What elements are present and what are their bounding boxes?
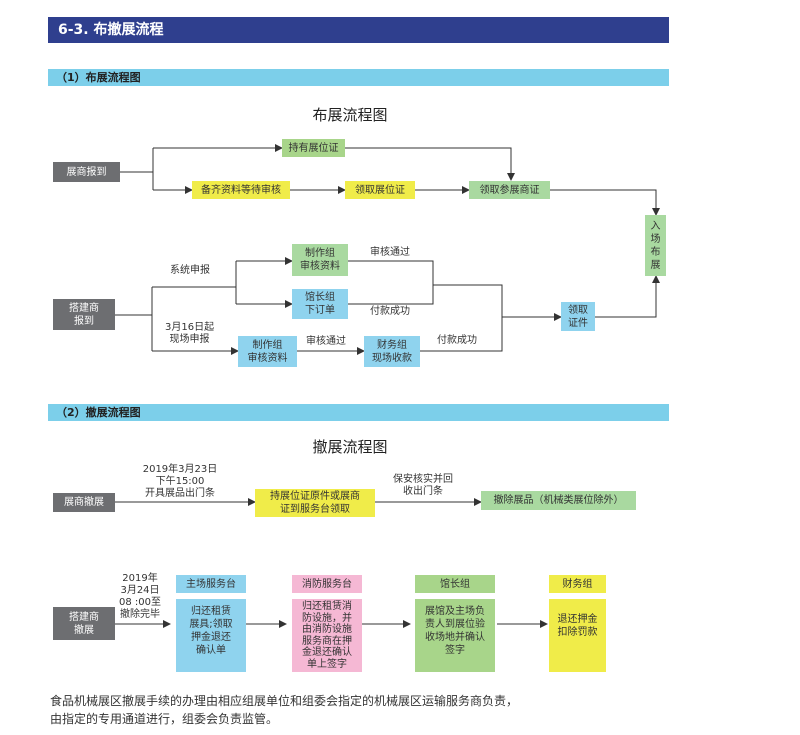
label-security-check: 保安核实并回 收出门条 <box>393 474 453 497</box>
label-onsite-report: 3月16日起 现场申报 <box>165 322 215 345</box>
label-payment-ok-1: 付款成功 <box>370 306 410 317</box>
label-teardown-deadline: 2019年3月23日 下午15:00 开具展品出门条 <box>142 464 218 499</box>
label-review-pass-1: 审核通过 <box>370 247 410 258</box>
node-exhibitor-report: 展商报到 <box>53 162 120 182</box>
node-builder-report: 搭建商 报到 <box>53 299 115 330</box>
node-main-desk-title: 主场服务台 <box>176 575 246 593</box>
node-enter-setup: 入 场 布 展 <box>645 215 666 276</box>
node-fire-desk-title: 消防服务台 <box>292 575 362 593</box>
node-remove-exhibits: 撤除展品（机械类展位除外） <box>481 491 636 510</box>
footer-line-1: 食品机械展区撤展手续的办理由相应组展单位和组委会指定的机械展区运输服务商负责， <box>50 694 519 708</box>
footer-note: 食品机械展区撤展手续的办理由相应组展单位和组委会指定的机械展区运输服务商负责， … <box>50 692 518 728</box>
node-production-review-2: 制作组 审核资料 <box>238 336 297 367</box>
node-get-certificates: 领取 证件 <box>561 302 595 331</box>
node-prepare-documents: 备齐资料等待审核 <box>192 181 290 199</box>
label-payment-ok-2: 付款成功 <box>437 335 477 346</box>
label-builder-deadline: 2019年 3月24日 08 :00至 撤除完毕 <box>119 573 161 620</box>
section-heading-teardown: （2）撤展流程图 <box>48 404 669 421</box>
node-finance-collect: 财务组 现场收款 <box>364 336 420 367</box>
node-exhibitor-teardown: 展商撤展 <box>53 493 115 512</box>
label-system-report: 系统申报 <box>170 265 210 276</box>
node-hall-group-title: 馆长组 <box>415 575 495 593</box>
label-review-pass-2: 审核通过 <box>306 336 346 347</box>
node-hall-group-body: 展馆及主场负 责人到展位验 收场地并确认 签字 <box>415 599 495 672</box>
node-finance-title: 财务组 <box>549 575 606 593</box>
node-finance-body: 退还押金 扣除罚款 <box>549 599 606 672</box>
node-hold-original-cert: 持展位证原件或展商 证到服务台领取 <box>255 489 375 517</box>
node-fire-desk-body: 归还租赁消 防设施，并 由消防设施 服务商在押 金退还确认 单上签字 <box>292 599 362 672</box>
node-get-exhibitor-cert: 领取参展商证 <box>469 181 550 199</box>
section-heading-setup: （1）布展流程图 <box>48 69 669 86</box>
node-main-desk-body: 归还租赁 展具;领取 押金退还 确认单 <box>176 599 246 672</box>
node-builder-teardown: 搭建商 撤展 <box>53 607 115 640</box>
chart-title-setup: 布展流程图 <box>312 106 388 124</box>
node-hold-booth-cert: 持有展位证 <box>282 139 345 157</box>
node-hall-order: 馆长组 下订单 <box>292 289 348 319</box>
node-get-booth-cert: 领取展位证 <box>345 181 415 199</box>
chart-title-teardown: 撤展流程图 <box>312 438 388 456</box>
footer-line-2: 由指定的专用通道进行，组委会负责监管。 <box>50 712 279 726</box>
node-production-review-1: 制作组 审核资料 <box>292 244 348 276</box>
page-title: 6-3. 布撤展流程 <box>48 17 669 43</box>
